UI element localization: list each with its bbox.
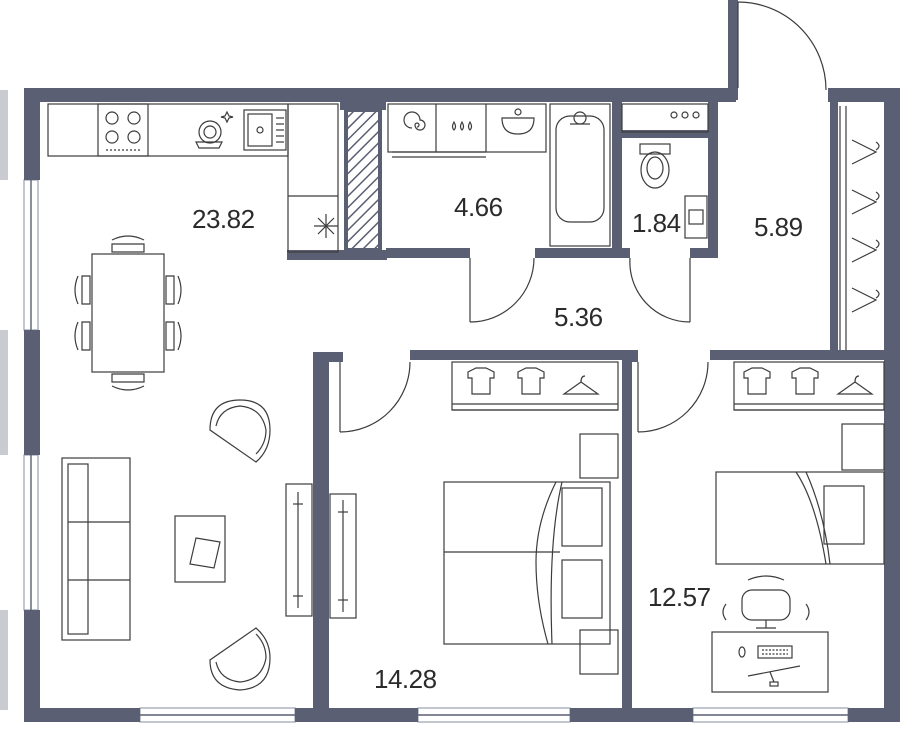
fridge-icon bbox=[314, 214, 338, 238]
washbasin-icon bbox=[501, 108, 535, 135]
area-label-bedroom-1: 14.28 bbox=[374, 664, 437, 694]
shirt-icon bbox=[467, 367, 545, 395]
toilet-icon bbox=[621, 103, 709, 239]
armchair-icon bbox=[209, 399, 271, 691]
area-label-living-kitchen: 23.82 bbox=[192, 204, 255, 234]
area-label-bathroom: 4.66 bbox=[454, 192, 503, 222]
dishes-icon bbox=[195, 110, 234, 149]
window-icon bbox=[0, 90, 849, 723]
bathroom-fixtures bbox=[387, 103, 611, 247]
shirt-icon bbox=[743, 367, 819, 395]
keyboard-icon bbox=[738, 645, 793, 659]
bathtub-icon bbox=[549, 103, 611, 247]
area-label-toilet: 1.84 bbox=[632, 208, 681, 238]
desk-icon bbox=[711, 575, 829, 693]
bedroom-2-furniture bbox=[711, 361, 885, 693]
interior-walls bbox=[287, 100, 886, 712]
area-label-hallway: 5.36 bbox=[554, 302, 603, 332]
washing-machine-icon bbox=[392, 111, 486, 158]
sink-icon bbox=[243, 109, 287, 151]
area-label-wardrobe: 5.89 bbox=[754, 212, 803, 242]
door-swing-icon bbox=[339, 1, 827, 433]
stove-icon bbox=[97, 103, 149, 157]
hanger-icon bbox=[851, 139, 880, 313]
kitchen-counter bbox=[47, 103, 339, 253]
dining-table bbox=[74, 235, 182, 391]
hanger-icon bbox=[836, 375, 874, 395]
coffee-table bbox=[174, 515, 226, 583]
detergent-icon bbox=[451, 120, 473, 131]
bedroom-1-furniture bbox=[443, 361, 619, 675]
hanger-icon bbox=[562, 375, 600, 395]
sofa-icon bbox=[61, 457, 131, 641]
monitor-icon bbox=[747, 665, 801, 687]
outer-walls bbox=[24, 0, 900, 722]
bed-icon bbox=[443, 481, 611, 645]
chair-icon bbox=[74, 235, 182, 391]
wardrobe-rail bbox=[839, 106, 880, 350]
bed-icon bbox=[715, 471, 885, 565]
tv-unit bbox=[285, 483, 357, 619]
area-label-bedroom-2: 12.57 bbox=[648, 582, 711, 612]
